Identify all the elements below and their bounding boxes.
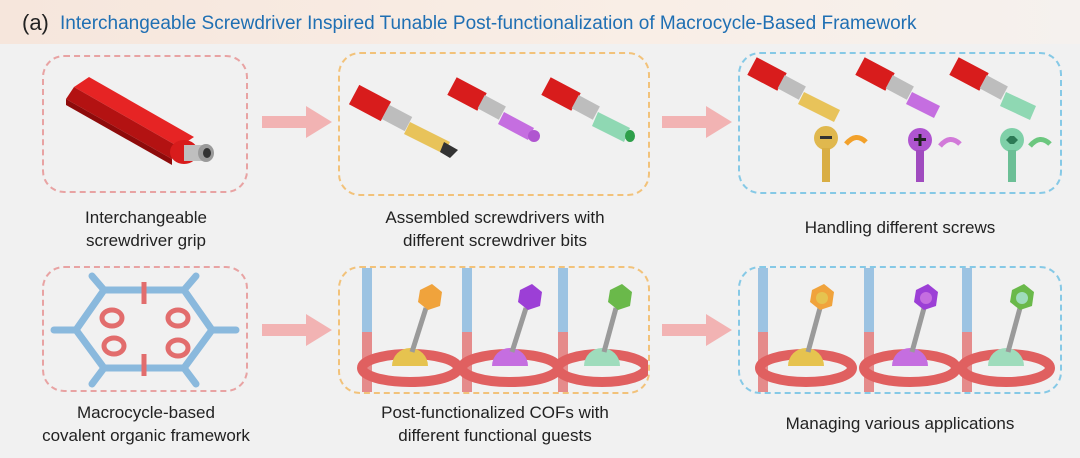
screwdriver-grip-icon <box>66 77 214 165</box>
assembled-screwdrivers-icon <box>348 77 635 158</box>
caption-applications: Managing various applications <box>738 412 1062 435</box>
caption-postfunc: Post-functionalized COFs with different … <box>340 401 650 447</box>
caption-line: Managing various applications <box>785 414 1015 433</box>
caption-macrocycle: Macrocycle-based covalent organic framew… <box>36 401 256 447</box>
caption-line: different screwdriver bits <box>403 231 587 250</box>
macrocycle-panel <box>42 266 248 392</box>
figure-title: Interchangeable Screwdriver Inspired Tun… <box>60 13 917 34</box>
arrow-right-icon <box>262 314 332 346</box>
applications-icon <box>755 268 1055 392</box>
caption-grip: Interchangeable screwdriver grip <box>36 206 256 252</box>
arrow-right-icon <box>262 106 332 138</box>
assembled-panel <box>338 52 650 196</box>
panel-label: (a) <box>22 10 49 35</box>
grip-panel <box>42 55 248 193</box>
caption-handling: Handling different screws <box>738 216 1062 239</box>
functional-guests-icon <box>357 268 648 392</box>
cof-framework-icon <box>50 272 240 388</box>
postfunc-panel <box>338 266 650 394</box>
handling-panel <box>738 52 1062 194</box>
caption-line: covalent organic framework <box>42 426 250 445</box>
applications-panel <box>738 266 1062 394</box>
arrow-right-icon <box>662 314 732 346</box>
caption-line: Interchangeable <box>85 208 207 227</box>
caption-line: Macrocycle-based <box>77 403 215 422</box>
caption-line: Assembled screwdrivers with <box>385 208 605 227</box>
title-bar <box>0 0 1080 44</box>
caption-line: different functional guests <box>398 426 592 445</box>
caption-assembled: Assembled screwdrivers with different sc… <box>340 206 650 252</box>
caption-line: screwdriver grip <box>86 231 206 250</box>
caption-line: Post-functionalized COFs with <box>381 403 609 422</box>
arrow-right-icon <box>662 106 732 138</box>
screwdrivers-with-screws-icon <box>747 57 1052 182</box>
caption-line: Handling different screws <box>804 218 996 237</box>
